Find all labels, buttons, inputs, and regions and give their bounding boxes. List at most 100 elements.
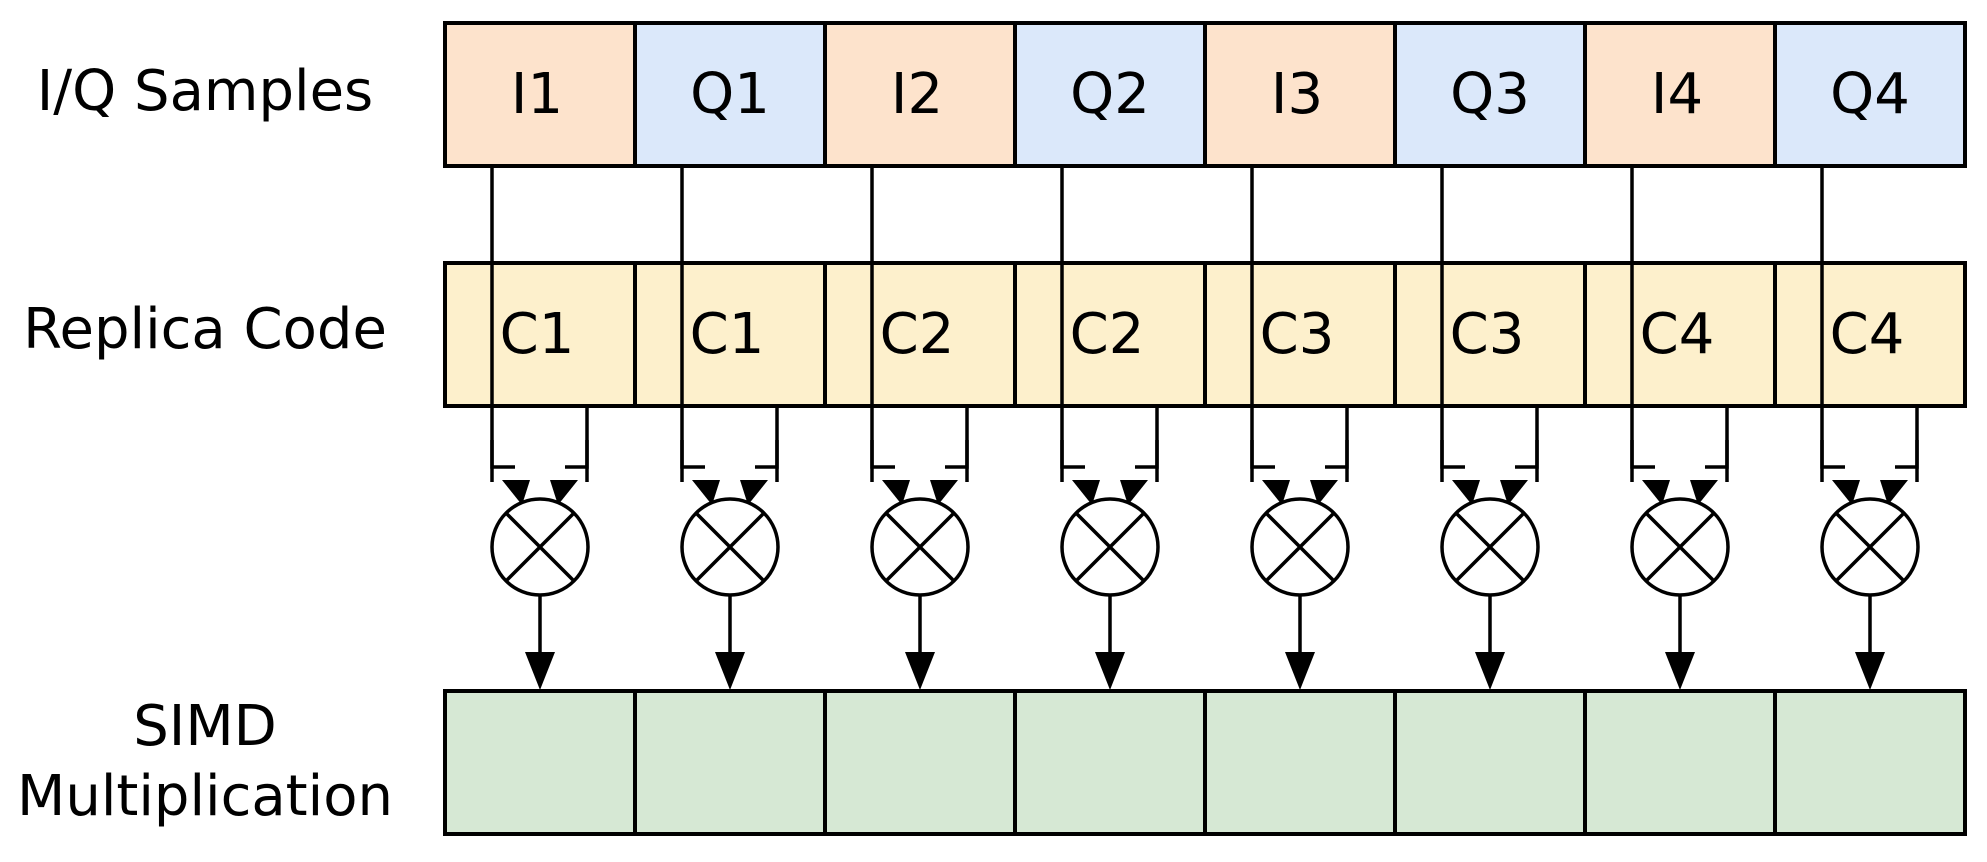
input-connector bbox=[1820, 440, 1919, 482]
multiply-circle-icon bbox=[680, 497, 780, 597]
replica-cell bbox=[633, 261, 827, 408]
replica-cell bbox=[1393, 261, 1587, 408]
output-arrowhead bbox=[1665, 652, 1695, 690]
input-connector bbox=[1250, 440, 1349, 482]
input-arrowhead-right bbox=[1500, 480, 1528, 505]
input-arrowhead-right bbox=[930, 480, 958, 505]
replica-cell bbox=[1773, 261, 1967, 408]
replica-cell bbox=[1203, 261, 1397, 408]
input-arrowhead-left bbox=[502, 480, 530, 505]
replica-cell-label: C1 bbox=[690, 302, 765, 367]
replica-cell-box bbox=[1013, 261, 1207, 408]
output-arrowhead bbox=[715, 652, 745, 690]
sample-cell: Q3 bbox=[1393, 21, 1587, 168]
replica-wire bbox=[1705, 406, 1729, 469]
sample-cell: I4 bbox=[1583, 21, 1777, 168]
input-arrowhead-left bbox=[1832, 480, 1860, 505]
simd-row bbox=[443, 689, 1967, 836]
sample-cell-label: I3 bbox=[1271, 62, 1323, 127]
row-label-simd-line1: SIMD bbox=[133, 694, 277, 759]
sample-cell-label: Q3 bbox=[1450, 62, 1530, 127]
simd-result-cell bbox=[633, 689, 827, 836]
sample-cell: I2 bbox=[823, 21, 1017, 168]
sample-cell: Q1 bbox=[633, 21, 827, 168]
input-arrowhead-left bbox=[1072, 480, 1100, 505]
output-arrowhead bbox=[1095, 652, 1125, 690]
multiply-circle-icon bbox=[1440, 497, 1540, 597]
row-label-simd-line2: Multiplication bbox=[17, 764, 393, 829]
sample-cell-box bbox=[823, 21, 1017, 168]
sample-cell-box bbox=[443, 21, 637, 168]
input-arrowhead-left bbox=[882, 480, 910, 505]
replica-wire bbox=[755, 406, 779, 469]
replica-wire bbox=[565, 406, 589, 469]
multiply-circle-icon bbox=[490, 497, 590, 597]
replica-cell bbox=[443, 261, 637, 408]
replica-cell-label: C3 bbox=[1450, 302, 1525, 367]
replica-wires bbox=[565, 406, 1919, 469]
input-arrowheads bbox=[502, 480, 1908, 505]
output-arrows bbox=[525, 595, 1885, 690]
input-connector bbox=[680, 440, 779, 482]
simd-result-cell bbox=[1583, 689, 1777, 836]
simd-result-cell bbox=[1203, 689, 1397, 836]
sample-cell-label: Q1 bbox=[690, 62, 770, 127]
input-connector bbox=[1060, 440, 1159, 482]
multipliers bbox=[490, 497, 1920, 597]
replica-cell-label: C4 bbox=[1640, 302, 1715, 367]
replica-cell bbox=[1013, 261, 1207, 408]
replica-cell-box bbox=[633, 261, 827, 408]
input-arrowhead-left bbox=[1262, 480, 1290, 505]
sample-cell-label: I4 bbox=[1651, 62, 1703, 127]
samples-row: I1 Q1 I2 Q2 I3 Q3 I4 Q4 bbox=[443, 21, 1967, 168]
sample-cell-box bbox=[1773, 21, 1967, 168]
replica-row bbox=[443, 261, 1967, 408]
sample-cell: Q2 bbox=[1013, 21, 1207, 168]
simd-result-cell bbox=[1393, 689, 1587, 836]
simd-result-cell bbox=[1013, 689, 1207, 836]
replica-wire bbox=[945, 406, 969, 469]
output-arrowhead bbox=[1475, 652, 1505, 690]
replica-labels: C1 C1 C2 C2 C3 C3 C4 C4 bbox=[500, 302, 1905, 367]
sample-cell-label: Q4 bbox=[1830, 62, 1910, 127]
sample-cell-label: I2 bbox=[891, 62, 943, 127]
multiply-circle-icon bbox=[1250, 497, 1350, 597]
input-arrowhead-right bbox=[740, 480, 768, 505]
replica-cell-box bbox=[1773, 261, 1967, 408]
replica-wire bbox=[1325, 406, 1349, 469]
replica-cell-label: C4 bbox=[1830, 302, 1905, 367]
sample-cell-box bbox=[1583, 21, 1777, 168]
sample-cell-box bbox=[1203, 21, 1397, 168]
multiply-circle-icon bbox=[1630, 497, 1730, 597]
input-arrowhead-left bbox=[692, 480, 720, 505]
sample-cell: Q4 bbox=[1773, 21, 1967, 168]
input-arrowhead-right bbox=[1880, 480, 1908, 505]
input-arrowhead-right bbox=[1310, 480, 1338, 505]
output-arrowhead bbox=[1285, 652, 1315, 690]
row-label-samples: I/Q Samples bbox=[37, 59, 373, 124]
input-connector bbox=[1440, 440, 1539, 482]
output-arrowhead bbox=[905, 652, 935, 690]
replica-cell-box bbox=[443, 261, 637, 408]
multiply-circle-icon bbox=[870, 497, 970, 597]
input-connector bbox=[1630, 440, 1729, 482]
replica-cell-label: C1 bbox=[500, 302, 575, 367]
input-arrowhead-right bbox=[1120, 480, 1148, 505]
input-connectors bbox=[490, 440, 1919, 482]
output-arrowhead bbox=[1855, 652, 1885, 690]
sample-cell-label: Q2 bbox=[1070, 62, 1150, 127]
replica-cell-label: C3 bbox=[1260, 302, 1335, 367]
sample-cell-box bbox=[1393, 21, 1587, 168]
replica-cell-label: C2 bbox=[880, 302, 955, 367]
input-connector bbox=[870, 440, 969, 482]
replica-cell-label: C2 bbox=[1070, 302, 1145, 367]
sample-cell: I1 bbox=[443, 21, 637, 168]
sample-cell-box bbox=[633, 21, 827, 168]
input-arrowhead-right bbox=[1690, 480, 1718, 505]
replica-wire bbox=[1515, 406, 1539, 469]
simd-result-cell bbox=[823, 689, 1017, 836]
input-arrowhead-right bbox=[550, 480, 578, 505]
output-arrowhead bbox=[525, 652, 555, 690]
input-arrowhead-left bbox=[1452, 480, 1480, 505]
replica-wire bbox=[1135, 406, 1159, 469]
